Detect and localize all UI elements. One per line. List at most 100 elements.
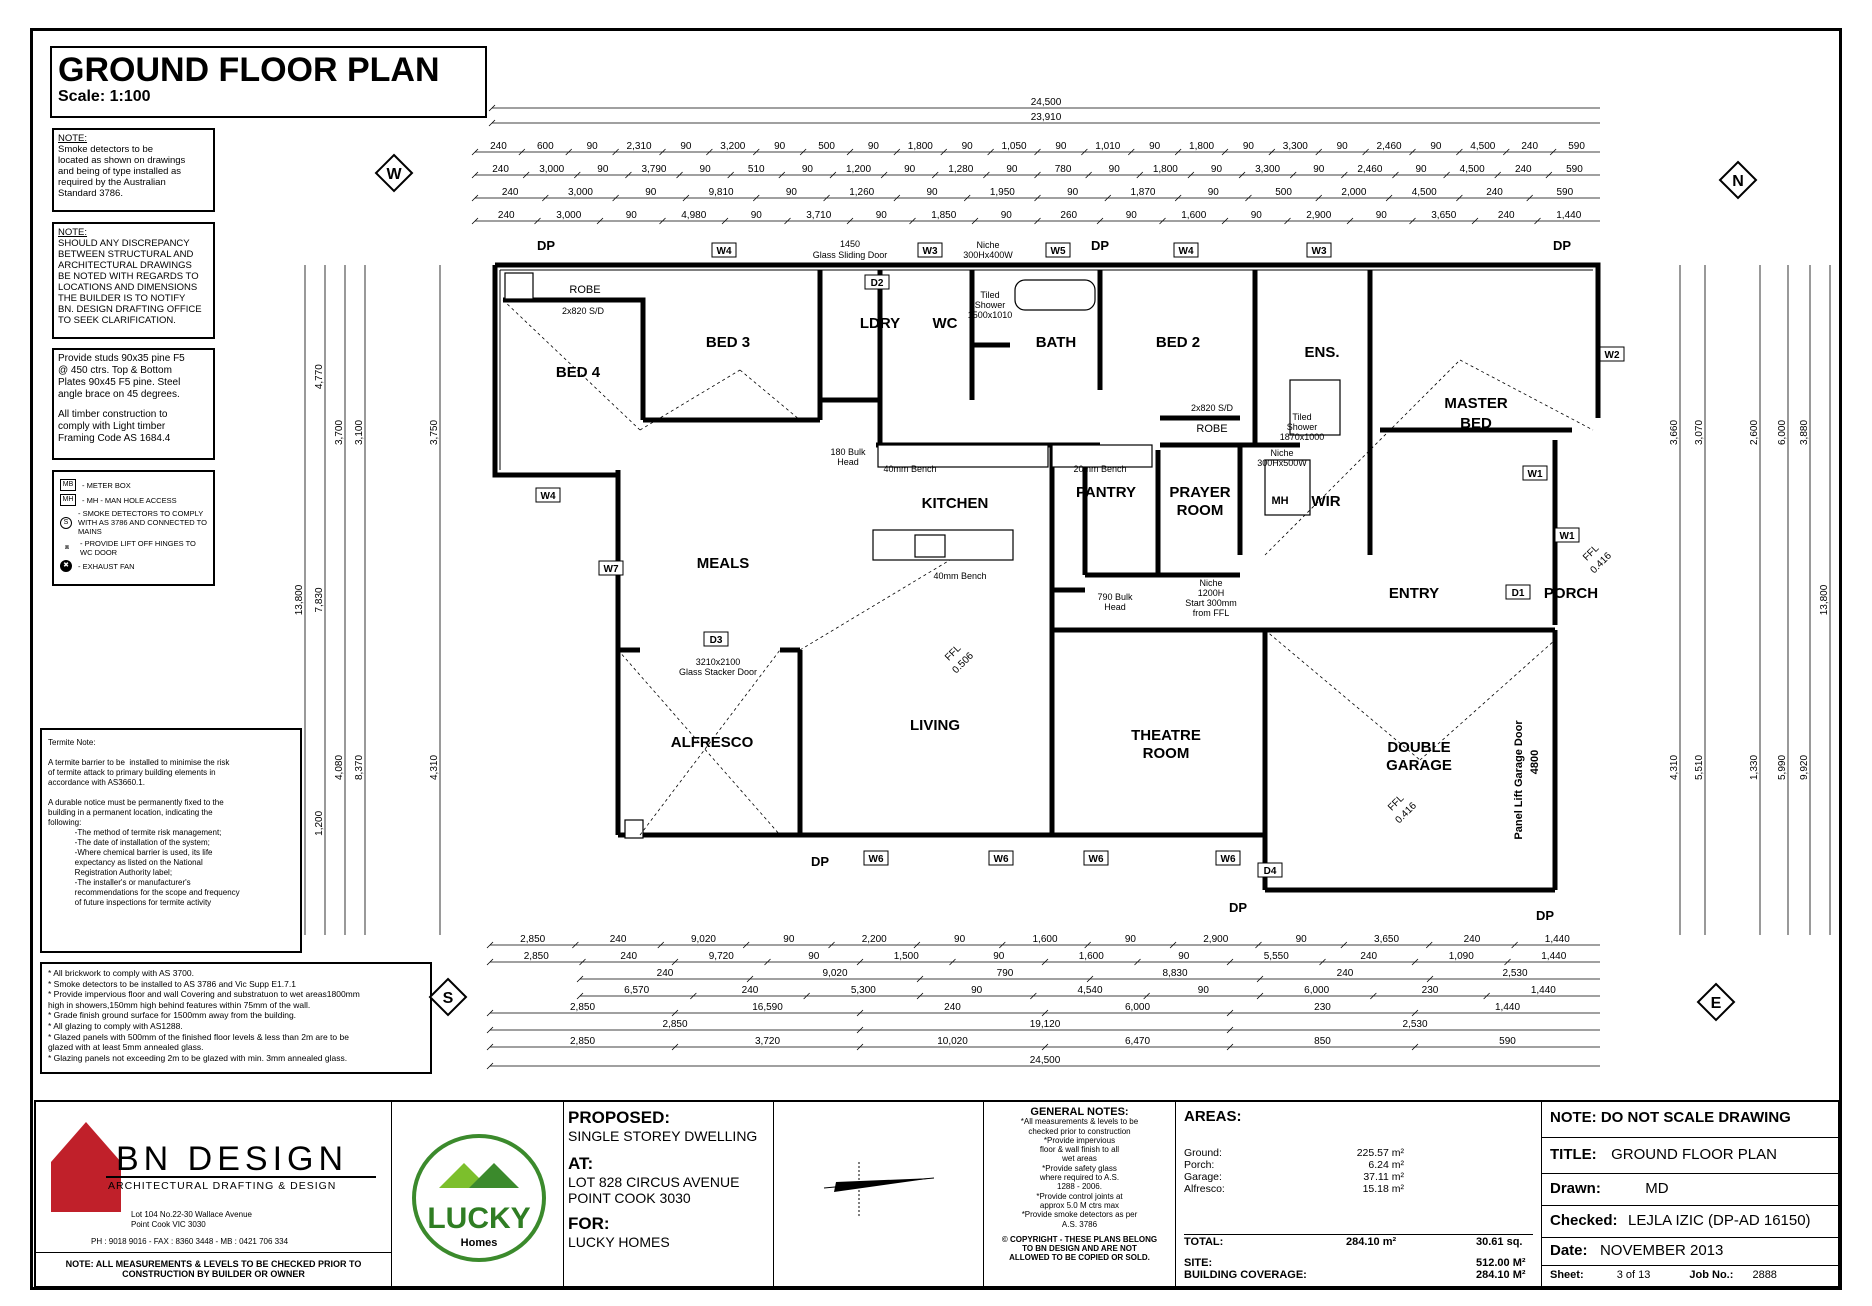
job-value: 2888 bbox=[1752, 1269, 1777, 1281]
dimension-bottom: 2,850 bbox=[570, 1036, 595, 1047]
dimension-top: 90 bbox=[751, 210, 763, 221]
room-kitchen: KITCHEN bbox=[922, 495, 989, 512]
svg-text:D4: D4 bbox=[1264, 866, 1277, 877]
meter-box-icon: MB bbox=[60, 479, 76, 491]
svg-text:D2: D2 bbox=[871, 278, 884, 289]
framing-line: @ 450 ctrs. Top & Bottom bbox=[58, 365, 172, 376]
svg-text:S: S bbox=[443, 990, 454, 1007]
dimension-left: 3,750 bbox=[429, 420, 440, 445]
dimension-bottom: 2,850 bbox=[662, 1019, 687, 1030]
smoke-note-line: located as shown on drawings bbox=[58, 155, 186, 166]
dimension-top: 90 bbox=[700, 164, 712, 175]
proposed-label: PROPOSED: bbox=[568, 1108, 671, 1127]
dimension-bottom: 790 bbox=[997, 968, 1014, 979]
dimension-top: 500 bbox=[1275, 187, 1292, 198]
window-tag: W6 bbox=[863, 850, 889, 866]
drawing-info: NOTE: DO NOT SCALE DRAWING TITLE: GROUND… bbox=[1542, 1102, 1838, 1288]
dimension-bottom: 230 bbox=[1422, 985, 1439, 996]
legend-item: S- SMOKE DETECTORS TO COMPLY WITH AS 378… bbox=[60, 509, 207, 536]
dimension-bottom: 240 bbox=[657, 968, 674, 979]
legend-item: MB- METER BOX bbox=[60, 479, 207, 491]
dimension-bottom: 240 bbox=[944, 1002, 961, 1013]
dimension-top: 90 bbox=[1243, 141, 1255, 152]
area-name: Porch: bbox=[1184, 1159, 1215, 1171]
dimension-right: 4,310 bbox=[1669, 755, 1680, 780]
framing-line: Provide studs 90x35 pine F5 bbox=[58, 353, 185, 364]
general-note-line: *All measurements & levels to be bbox=[1020, 1117, 1139, 1127]
dimension-top: 780 bbox=[1055, 164, 1072, 175]
dimension-top: 1,440 bbox=[1556, 210, 1581, 221]
dimension-bottom: 90 bbox=[783, 934, 795, 945]
dimension-top: 90 bbox=[1211, 164, 1223, 175]
dimension-top: 240 bbox=[490, 141, 507, 152]
dimension-bottom: 1,440 bbox=[1495, 1002, 1520, 1013]
drawn-label: Drawn: bbox=[1550, 1180, 1601, 1197]
dimension-top: 1,260 bbox=[849, 187, 874, 198]
dimension-left: 4,080 bbox=[334, 755, 345, 780]
copyright-line: ALLOWED TO BE COPIED OR SOLD. bbox=[1009, 1253, 1150, 1263]
drawn-value: MD bbox=[1645, 1180, 1669, 1197]
meter-box-icon bbox=[504, 272, 534, 300]
compass-west-icon: W bbox=[374, 153, 414, 193]
smoke-note-line: Standard 3786. bbox=[58, 188, 123, 199]
dimension-top: 590 bbox=[1557, 187, 1574, 198]
discrepancy-line: TO SEEK CLARIFICATION. bbox=[58, 315, 176, 326]
dimension-bottom: 240 bbox=[620, 951, 637, 962]
termite-line: building in a permanent location, indica… bbox=[48, 808, 213, 817]
dimension-top: 3,710 bbox=[806, 210, 831, 221]
dimension-right: 3,070 bbox=[1694, 420, 1705, 445]
dimension-bottom: 90 bbox=[808, 951, 820, 962]
page-title: GROUND FLOOR PLAN bbox=[58, 51, 440, 89]
window-tag: D1 bbox=[1505, 584, 1531, 600]
dimension-top: 1,850 bbox=[931, 210, 956, 221]
general-note-line: checked prior to construction bbox=[1028, 1126, 1131, 1136]
dimension-top: 90 bbox=[680, 141, 692, 152]
for-label: FOR: bbox=[568, 1214, 610, 1233]
total-label: TOTAL: bbox=[1184, 1236, 1224, 1248]
dimension-right: 5,510 bbox=[1694, 755, 1705, 780]
project-section: PROPOSED: SINGLE STOREY DWELLING AT: LOT… bbox=[564, 1102, 774, 1288]
site-label: SITE: bbox=[1184, 1257, 1213, 1269]
smoke-note: NOTE: Smoke detectors to be located as s… bbox=[52, 128, 215, 212]
svg-text:LUCKY: LUCKY bbox=[427, 1202, 530, 1235]
legend-item: ⧈- PROVIDE LIFT OFF HINGES TO WC DOOR bbox=[60, 539, 207, 557]
dimension-top: 90 bbox=[1313, 164, 1325, 175]
niche-size: 300Hx500W bbox=[1257, 458, 1307, 468]
svg-text:W: W bbox=[386, 166, 402, 183]
dimension-overall: 23,910 bbox=[1031, 112, 1062, 123]
downpipe-icon bbox=[624, 819, 644, 839]
dimension-top: 4,500 bbox=[1412, 187, 1437, 198]
dimension-bottom: 3,650 bbox=[1374, 934, 1399, 945]
dimension-left: 4,770 bbox=[314, 364, 325, 389]
general-note-line: A.S. 3786 bbox=[1061, 1219, 1098, 1229]
company-address: Point Cook VIC 3030 bbox=[131, 1220, 206, 1229]
dimension-top: 2,460 bbox=[1377, 141, 1402, 152]
sheet-label: Sheet: bbox=[1550, 1269, 1584, 1281]
room-ens: ENS. bbox=[1304, 344, 1339, 361]
dimension-bottom: 1,500 bbox=[894, 951, 919, 962]
dimension-top: 1,800 bbox=[908, 141, 933, 152]
dimension-bottom: 4,540 bbox=[1077, 985, 1102, 996]
dimension-bottom: 9,020 bbox=[691, 934, 716, 945]
window-tag: W6 bbox=[988, 850, 1014, 866]
window-tag: D4 bbox=[1257, 862, 1283, 878]
room-alfresco: ALFRESCO bbox=[671, 734, 754, 751]
niche-label: Niche bbox=[976, 240, 999, 250]
dimension-top: 2,460 bbox=[1357, 164, 1382, 175]
title-label: TITLE: bbox=[1550, 1146, 1597, 1163]
bullet-line: * Smoke detectors to be installed to AS … bbox=[48, 978, 296, 989]
date-value: NOVEMBER 2013 bbox=[1599, 1242, 1724, 1259]
svg-text:W6: W6 bbox=[994, 854, 1009, 865]
termite-line: A durable notice must be permanently fix… bbox=[48, 798, 224, 807]
window-tag: W4 bbox=[1173, 242, 1199, 258]
termite-line: recommendations for the scope and freque… bbox=[48, 888, 240, 897]
dimension-top: 600 bbox=[537, 141, 554, 152]
termite-line: -Where chemical barrier is used, its lif… bbox=[48, 848, 213, 857]
downpipe-label: DP bbox=[1553, 238, 1571, 253]
job-label: Job No.: bbox=[1689, 1269, 1734, 1281]
dimension-top: 90 bbox=[1337, 141, 1349, 152]
dimension-bottom: 3,720 bbox=[755, 1036, 780, 1047]
dimension-top: 1,800 bbox=[1153, 164, 1178, 175]
general-bullets: * All brickwork to comply with AS 3700.*… bbox=[40, 962, 432, 1074]
general-note-line: 1288 - 2006. bbox=[1057, 1182, 1102, 1192]
